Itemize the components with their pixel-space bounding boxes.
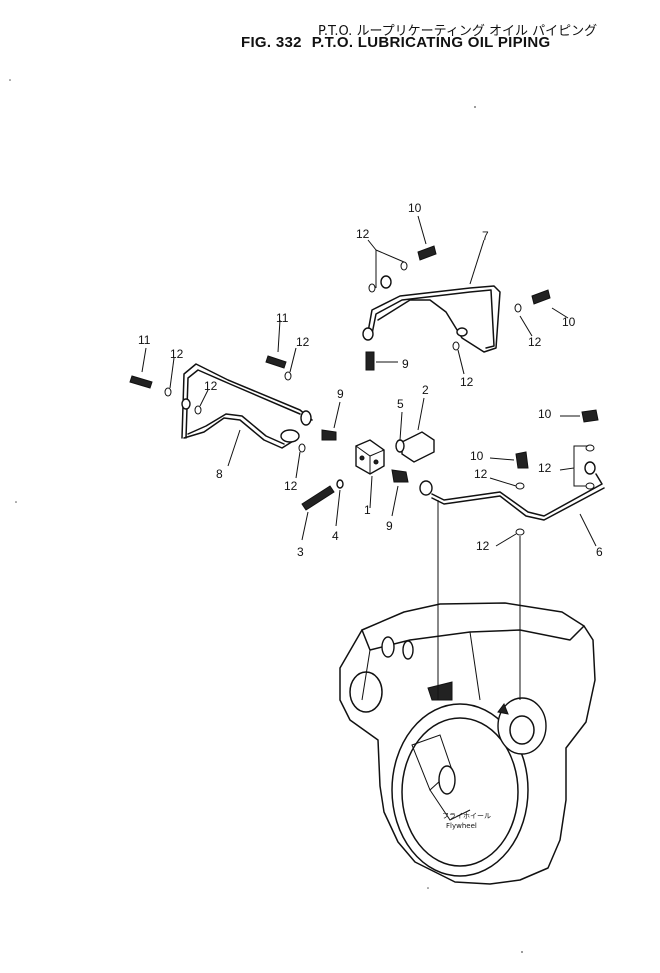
callout-12-pipe-6-bracket: 12: [538, 461, 552, 475]
pipe-8: [181, 363, 313, 449]
o-rings: [164, 261, 595, 536]
callout-10-top: 10: [408, 201, 422, 215]
callout-6: 6: [596, 545, 603, 559]
spacer-2: [401, 431, 435, 463]
callout-9-right: 9: [386, 519, 393, 533]
callout-11-left: 11: [138, 333, 151, 347]
callout-5: 5: [397, 397, 404, 411]
washer-5: [395, 439, 405, 453]
callout-10-lower-right: 10: [470, 449, 484, 463]
callout-8: 8: [216, 467, 223, 481]
housing-label-japanese: フライホイール: [442, 812, 491, 820]
callout-12-center: 12: [296, 335, 310, 349]
bolt-10-top: [417, 245, 437, 261]
figure-title-japanese: P.T.O. ループリケーティング オイル パイピング: [318, 24, 598, 39]
bolt-3: [301, 485, 335, 511]
fitting-9-left: [321, 429, 337, 441]
callout-7: 7: [482, 229, 489, 243]
flywheel-housing: フライホイール Flywheel: [339, 602, 596, 885]
junction-block: [355, 439, 385, 475]
callout-2: 2: [422, 383, 429, 397]
bolt-11-center: [265, 355, 287, 369]
bolt-10-right: [581, 409, 599, 423]
pipe-6: [419, 461, 605, 521]
figure-number: FIG. 332: [241, 34, 302, 51]
scan-specks: [9, 79, 523, 953]
leader-lines: [141, 215, 597, 547]
callout-12-left-upper: 12: [170, 347, 184, 361]
callout-12-lower-right: 12: [474, 467, 488, 481]
callout-3: 3: [297, 545, 304, 559]
callout-12-top: 12: [356, 227, 370, 241]
callout-4: 4: [332, 529, 339, 543]
bolt-10-upper-right: [531, 289, 551, 305]
callout-12-left-lower: 12: [204, 379, 218, 393]
callout-9-top: 9: [402, 357, 409, 371]
callout-9-left: 9: [337, 387, 344, 401]
callout-labels: 1 2 3 4 5 6 7 8 9 9 9 10 10 10 10 11 11 …: [138, 201, 603, 559]
housing-label-english: Flywheel: [446, 822, 477, 830]
bolt-10-lower-right: [515, 451, 529, 469]
callout-12-upper-right: 12: [528, 335, 542, 349]
callout-10-upper-right: 10: [562, 315, 576, 329]
callout-10-right: 10: [538, 407, 552, 421]
callout-1: 1: [364, 503, 371, 517]
callout-12-pipe-8: 12: [284, 479, 298, 493]
pipe-7: [362, 275, 501, 353]
bolt-11-left: [129, 375, 153, 389]
fitting-9-right: [391, 469, 409, 483]
callout-12-bottom: 12: [476, 539, 490, 553]
callout-12-under-pipe: 12: [460, 375, 474, 389]
figure-title: FIG. 332 P.T.O. LUBRICATING OIL PIPING: [241, 34, 551, 51]
fitting-9-top: [365, 351, 375, 371]
callout-11-center: 11: [276, 311, 289, 325]
figure-name: P.T.O. LUBRICATING OIL PIPING: [311, 34, 551, 51]
washer-4: [336, 479, 344, 489]
